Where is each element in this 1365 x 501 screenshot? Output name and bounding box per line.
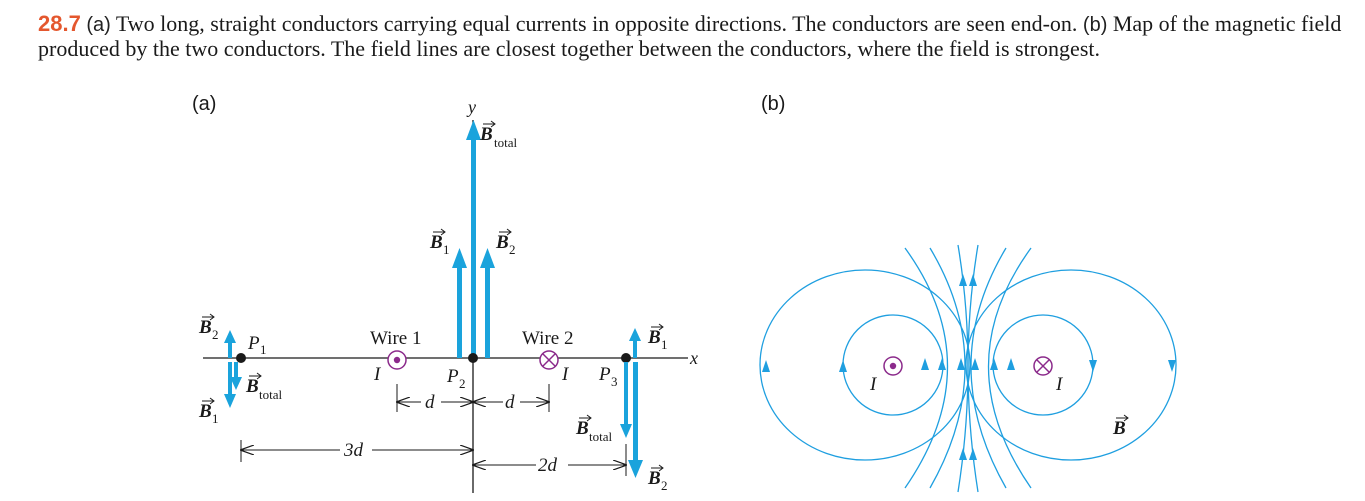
b1-arrow-p2 xyxy=(452,248,467,358)
wire2-symbol xyxy=(539,350,559,370)
svg-text:B: B xyxy=(1112,418,1126,439)
b2-label-p2: B 2 xyxy=(495,228,516,257)
svg-text:d: d xyxy=(505,392,515,413)
svg-text:3d: 3d xyxy=(343,440,364,461)
b-total-arrow-p1 xyxy=(230,362,242,390)
b-total-symbol: B xyxy=(479,124,493,145)
dim-d-left: d xyxy=(397,384,473,413)
b1-label-p3: B 1 xyxy=(647,323,668,352)
p3-label: P 3 xyxy=(598,364,618,389)
svg-text:2d: 2d xyxy=(538,455,558,476)
p2-label: P 2 xyxy=(446,366,466,391)
b-total-arrow-p3 xyxy=(620,362,632,438)
b2-arrow-p1 xyxy=(224,330,236,358)
dim-2d: 2d xyxy=(473,444,626,476)
svg-text:d: d xyxy=(425,392,435,413)
wire2-symbol-b xyxy=(1033,356,1053,376)
b-total-label-p2: B total xyxy=(479,120,517,150)
wire2-current-label-b: I xyxy=(1055,374,1064,395)
caption-part-b-text: Map of the magnetic field produced by th… xyxy=(38,11,1342,61)
wire1-symbol-b xyxy=(883,356,903,376)
svg-text:2: 2 xyxy=(661,478,668,493)
svg-text:B: B xyxy=(495,232,509,253)
dim-3d: 3d xyxy=(241,440,473,462)
point-p1 xyxy=(236,353,246,363)
panel-a: (a) y x B total B 1 B xyxy=(192,93,698,493)
b-field-label: B xyxy=(1112,414,1129,439)
figure-number: 28.7 xyxy=(38,11,81,36)
wire2-current-label: I xyxy=(561,364,570,385)
svg-text:1: 1 xyxy=(260,342,267,357)
svg-text:1: 1 xyxy=(661,337,668,352)
caption-part-a-text: Two long, straight conductors carrying e… xyxy=(115,11,1078,36)
b2-arrow-p2 xyxy=(480,248,495,358)
b-total-subscript: total xyxy=(494,135,517,150)
y-axis-label: y xyxy=(466,97,476,117)
b1-arrow-p3 xyxy=(629,328,641,358)
panel-b-label: (b) xyxy=(761,93,785,115)
b2-label-p1: B 2 xyxy=(198,313,219,342)
b1-label-p2: B 1 xyxy=(429,228,450,257)
svg-text:1: 1 xyxy=(443,242,450,257)
panel-a-label: (a) xyxy=(192,93,216,115)
wire1-current-label: I xyxy=(373,364,382,385)
svg-text:1: 1 xyxy=(212,411,219,426)
svg-text:2: 2 xyxy=(509,242,516,257)
svg-text:P: P xyxy=(598,364,611,385)
b-total-label-p3: B total xyxy=(575,414,612,444)
field-direction-arrows xyxy=(762,274,1176,460)
caption-part-b-tag: (b) xyxy=(1082,14,1108,36)
panel-b: (b) xyxy=(759,93,1177,493)
b-total-label-p1: B total xyxy=(245,372,282,402)
dim-d-right: d xyxy=(473,384,549,413)
wire1-symbol xyxy=(387,350,407,370)
svg-text:total: total xyxy=(259,387,282,402)
caption-part-a-tag: (a) xyxy=(86,14,111,36)
svg-text:B: B xyxy=(575,418,589,439)
svg-text:B: B xyxy=(647,468,661,489)
b1-arrow-p1 xyxy=(224,362,236,408)
field-lines xyxy=(759,244,1177,493)
svg-text:2: 2 xyxy=(459,376,466,391)
wire2-label: Wire 2 xyxy=(522,328,573,349)
svg-text:3: 3 xyxy=(611,374,618,389)
svg-text:B: B xyxy=(429,232,443,253)
p1-label: P 1 xyxy=(247,333,267,357)
figure-caption: 28.7 (a) Two long, straight conductors c… xyxy=(38,12,1348,61)
svg-text:B: B xyxy=(245,376,259,397)
svg-text:B: B xyxy=(198,317,212,338)
x-axis-label: x xyxy=(689,348,698,368)
b-total-arrow-p2 xyxy=(466,120,481,358)
svg-text:P: P xyxy=(247,333,260,354)
svg-text:2: 2 xyxy=(212,327,219,342)
b2-arrow-p3 xyxy=(628,362,643,478)
wire1-current-label-b: I xyxy=(869,374,878,395)
wire1-label: Wire 1 xyxy=(370,328,421,349)
svg-text:B: B xyxy=(198,401,212,422)
point-p2 xyxy=(468,353,478,363)
b1-label-p1: B 1 xyxy=(198,397,219,426)
svg-text:P: P xyxy=(446,366,459,387)
svg-text:B: B xyxy=(647,327,661,348)
svg-text:total: total xyxy=(589,429,612,444)
b2-label-p3: B 2 xyxy=(647,464,668,493)
point-p3 xyxy=(621,353,631,363)
